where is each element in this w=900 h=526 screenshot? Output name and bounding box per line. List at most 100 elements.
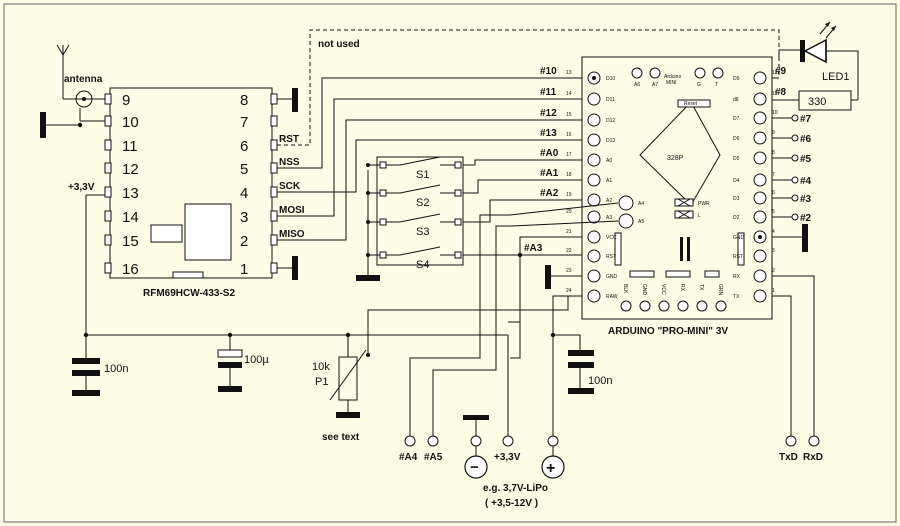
rfm-pin-number: 15 — [122, 233, 139, 250]
rfm-signal-mosi: MOSI — [279, 205, 305, 216]
pwr-led-label: PWR — [698, 201, 710, 207]
pot-name: P1 — [315, 376, 328, 388]
arduino-pad-left — [587, 133, 601, 147]
arduino-bottom-pad-label: RX — [679, 284, 685, 292]
board-text-2: MINI — [666, 80, 677, 86]
battery-note: e.g. 3,7V-LiPo — [483, 483, 548, 494]
rfm-pad-right — [270, 234, 278, 246]
arduino-left-pin-label: A0 — [606, 158, 612, 164]
switch-label-s3: S3 — [416, 226, 429, 238]
terminal-33v: +3,3V — [494, 452, 521, 463]
cap1-value: 100n — [104, 363, 128, 375]
rfm-signal-rst: RST — [279, 134, 299, 145]
antenna-label: antenna — [64, 74, 103, 85]
rfm-pad-right — [270, 93, 278, 105]
arduino-pad-top — [712, 67, 724, 79]
battery-plus-terminal — [541, 435, 565, 479]
arduino-left-pin-num: 16 — [566, 132, 572, 138]
arduino-left-pin-num: 21 — [566, 229, 572, 235]
arduino-pad-left — [587, 249, 601, 263]
rfm-pin-number: 4 — [240, 185, 248, 202]
rfm-pin-number: 2 — [240, 233, 248, 250]
arduino-pad-right — [753, 210, 767, 224]
arduino-right-pin-num: 4 — [772, 229, 775, 235]
arduino-right-pin-label: D2 — [733, 215, 740, 221]
rfm-signal-miso: MISO — [279, 229, 305, 240]
a5-pad-label: A5 — [638, 219, 644, 225]
arduino-left-pin-label: A3 — [606, 215, 612, 221]
arduino-name: ARDUINO "PRO-MINI" 3V — [608, 326, 728, 337]
arduino-right-pin-label: d8 — [733, 97, 739, 103]
arduino-right-pin-num: 6 — [772, 190, 775, 196]
arduino-pad-right — [753, 173, 767, 187]
rfm-pad-right — [270, 210, 278, 222]
arduino-right-pin-num: 8 — [772, 150, 775, 156]
net-label-left: #A2 — [540, 188, 559, 199]
bottom-terminals — [404, 435, 820, 447]
arduino-pad-right — [753, 191, 767, 205]
arduino-pad-right — [753, 289, 767, 303]
antenna-symbol — [56, 44, 95, 108]
arduino-pad-left — [587, 113, 601, 127]
minus-sign: − — [470, 459, 479, 476]
arduino-pad-right — [753, 131, 767, 145]
arduino-right-pin-label: D5 — [733, 156, 740, 162]
arduino-bottom-pad-label: GND — [641, 284, 647, 296]
rfm-pin-number: 5 — [240, 161, 248, 178]
arduino-right-pin-label: D3 — [733, 196, 740, 202]
rst-unused-link — [277, 29, 780, 146]
arduino-pad-left — [587, 289, 601, 303]
switch-label-s1: S1 — [416, 169, 429, 181]
arduino-right-pin-label: RST — [733, 254, 743, 260]
rfm69-module — [104, 87, 278, 279]
not-used-label: not used — [318, 39, 360, 50]
arduino-pad-left — [587, 193, 601, 207]
rfm-pin-number: 11 — [122, 138, 138, 155]
arduino-right-pin-num: 10 — [772, 110, 778, 116]
arduino-right-pin-num: 1 — [772, 288, 775, 294]
arduino-left-pin-num: 19 — [566, 192, 572, 198]
arduino-left-pin-num: 13 — [566, 70, 572, 76]
rfm-pad-left — [104, 210, 112, 222]
led1-symbol — [778, 21, 859, 100]
arduino-pad-top — [649, 67, 661, 79]
arduino-left-pin-label: VCC — [606, 235, 617, 241]
supply-label-rfm: +3,3V — [68, 182, 95, 193]
rfm-pad-left — [104, 139, 112, 151]
a4-pad-label: A4 — [638, 201, 644, 207]
terminal-a5: #A5 — [424, 452, 443, 463]
resistor-label: 330 — [808, 96, 826, 108]
ground-bar-rfm-top — [292, 88, 298, 112]
arduino-top-pad-label: A6 — [634, 82, 640, 88]
net-label-right: #7 — [800, 114, 812, 125]
net-label-right: #6 — [800, 134, 812, 145]
arduino-right-pin-num: 5 — [772, 209, 775, 215]
ground-bar-antenna — [40, 112, 46, 138]
arduino-left-pin-num: 20 — [566, 209, 572, 215]
rfm-pin-number: 8 — [240, 92, 248, 109]
ground-bar-rfm-bottom — [292, 256, 298, 280]
ground-bar-switches — [356, 275, 380, 281]
led1-label: LED1 — [822, 71, 850, 83]
net-label-right: #4 — [800, 176, 812, 187]
arduino-left-pin-num: 15 — [566, 112, 572, 118]
arduino-left-pin-num: 24 — [566, 288, 572, 294]
net-label-right: #5 — [800, 154, 812, 165]
arduino-right-pin-num: 3 — [772, 248, 775, 254]
arduino-right-pin-num: 9 — [772, 130, 775, 136]
arduino-pro-mini — [581, 56, 773, 320]
arduino-left-pin-label: D10 — [606, 76, 615, 82]
arduino-right-net-labels: #9#8#7#6#5#4#3#2 — [772, 66, 812, 224]
net-label-left: #A3 — [524, 243, 543, 254]
rfm-pad-right — [270, 186, 278, 198]
arduino-left-pin-label: A2 — [606, 198, 612, 204]
battery-minus-terminal — [463, 415, 489, 479]
rfm-pin-number: 14 — [122, 209, 139, 226]
arduino-left-pin-label: D13 — [606, 138, 615, 144]
rfm-pin-number: 6 — [240, 138, 248, 155]
arduino-left-pin-label: RAW — [606, 294, 618, 300]
arduino-pad-left — [587, 230, 601, 244]
arduino-left-pin-num: 14 — [566, 91, 572, 97]
